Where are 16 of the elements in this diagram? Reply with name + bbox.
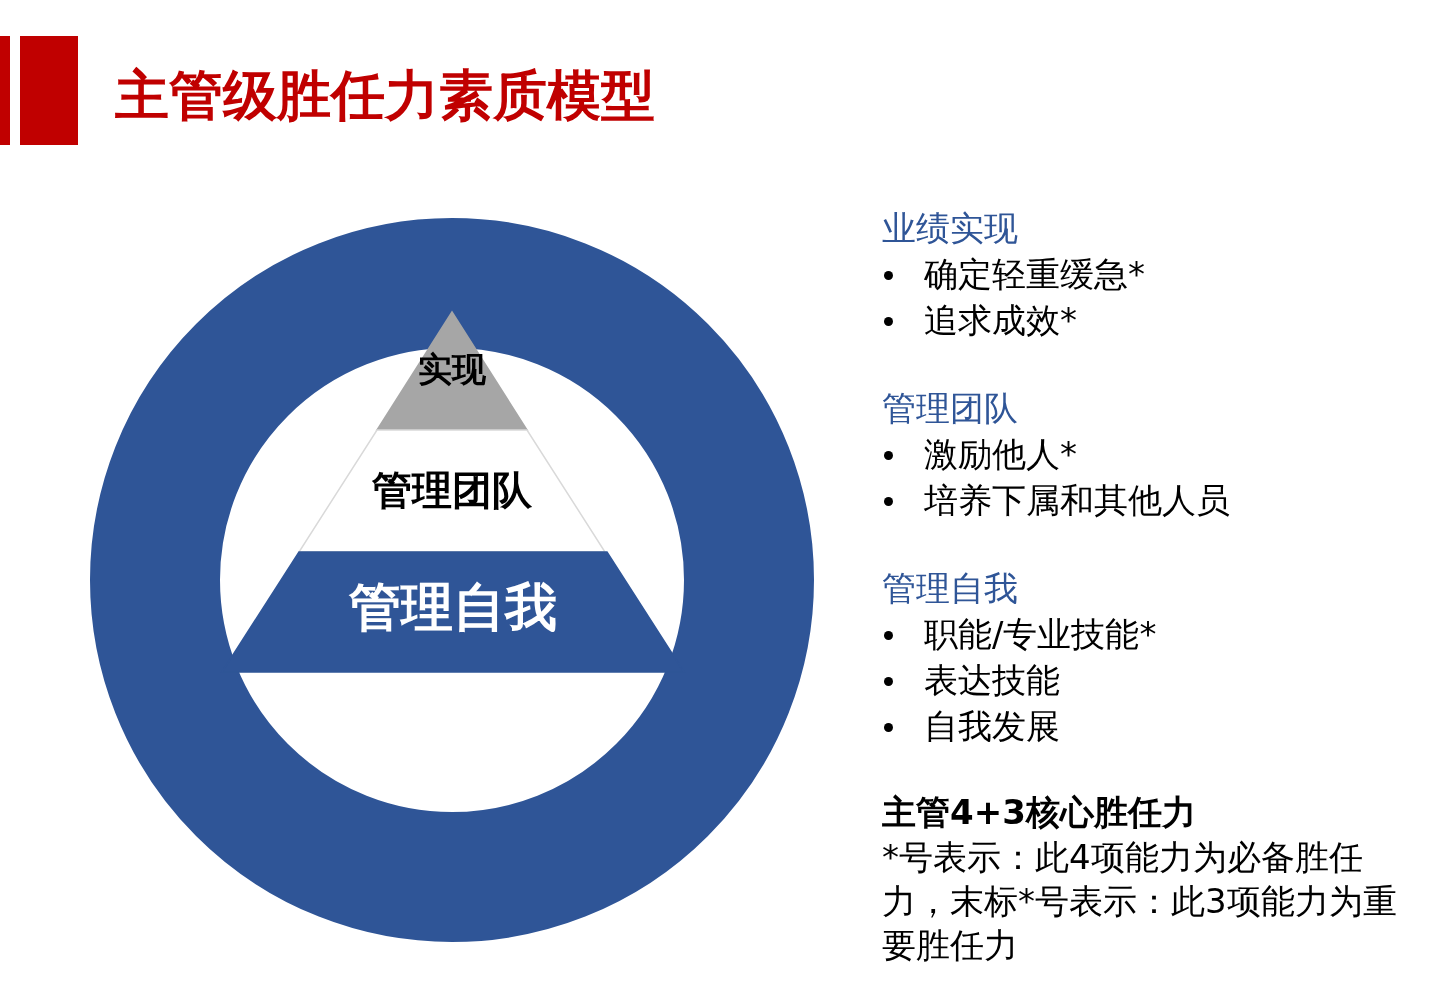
tier-label: 实现 (417, 351, 487, 389)
list-item: 培养下属和其他人员 (924, 479, 1230, 522)
note-text: *号表示：此4项能力为必备胜任力，末标*号表示：此3项能力为重要胜任力 (882, 836, 1398, 967)
list-item: 激励他人* (924, 433, 1077, 476)
summary-heading: 主管4+3核心胜任力 (882, 791, 1196, 834)
group-heading: 管理团队 (882, 387, 1018, 430)
slide-title: 主管级胜任力素质模型 (115, 63, 655, 129)
tier-label: 管理团队 (371, 468, 533, 512)
group-heading: 业绩实现 (882, 207, 1018, 250)
list-item: 确定轻重缓急* (924, 253, 1145, 296)
list-item: 自我发展 (924, 705, 1060, 748)
list-item: 职能/专业技能* (924, 613, 1157, 656)
list-item: 表达技能 (924, 659, 1060, 702)
tier-label: 管理自我 (348, 579, 558, 637)
group-heading: 管理自我 (882, 567, 1018, 610)
list-item: 追求成效* (924, 299, 1077, 342)
